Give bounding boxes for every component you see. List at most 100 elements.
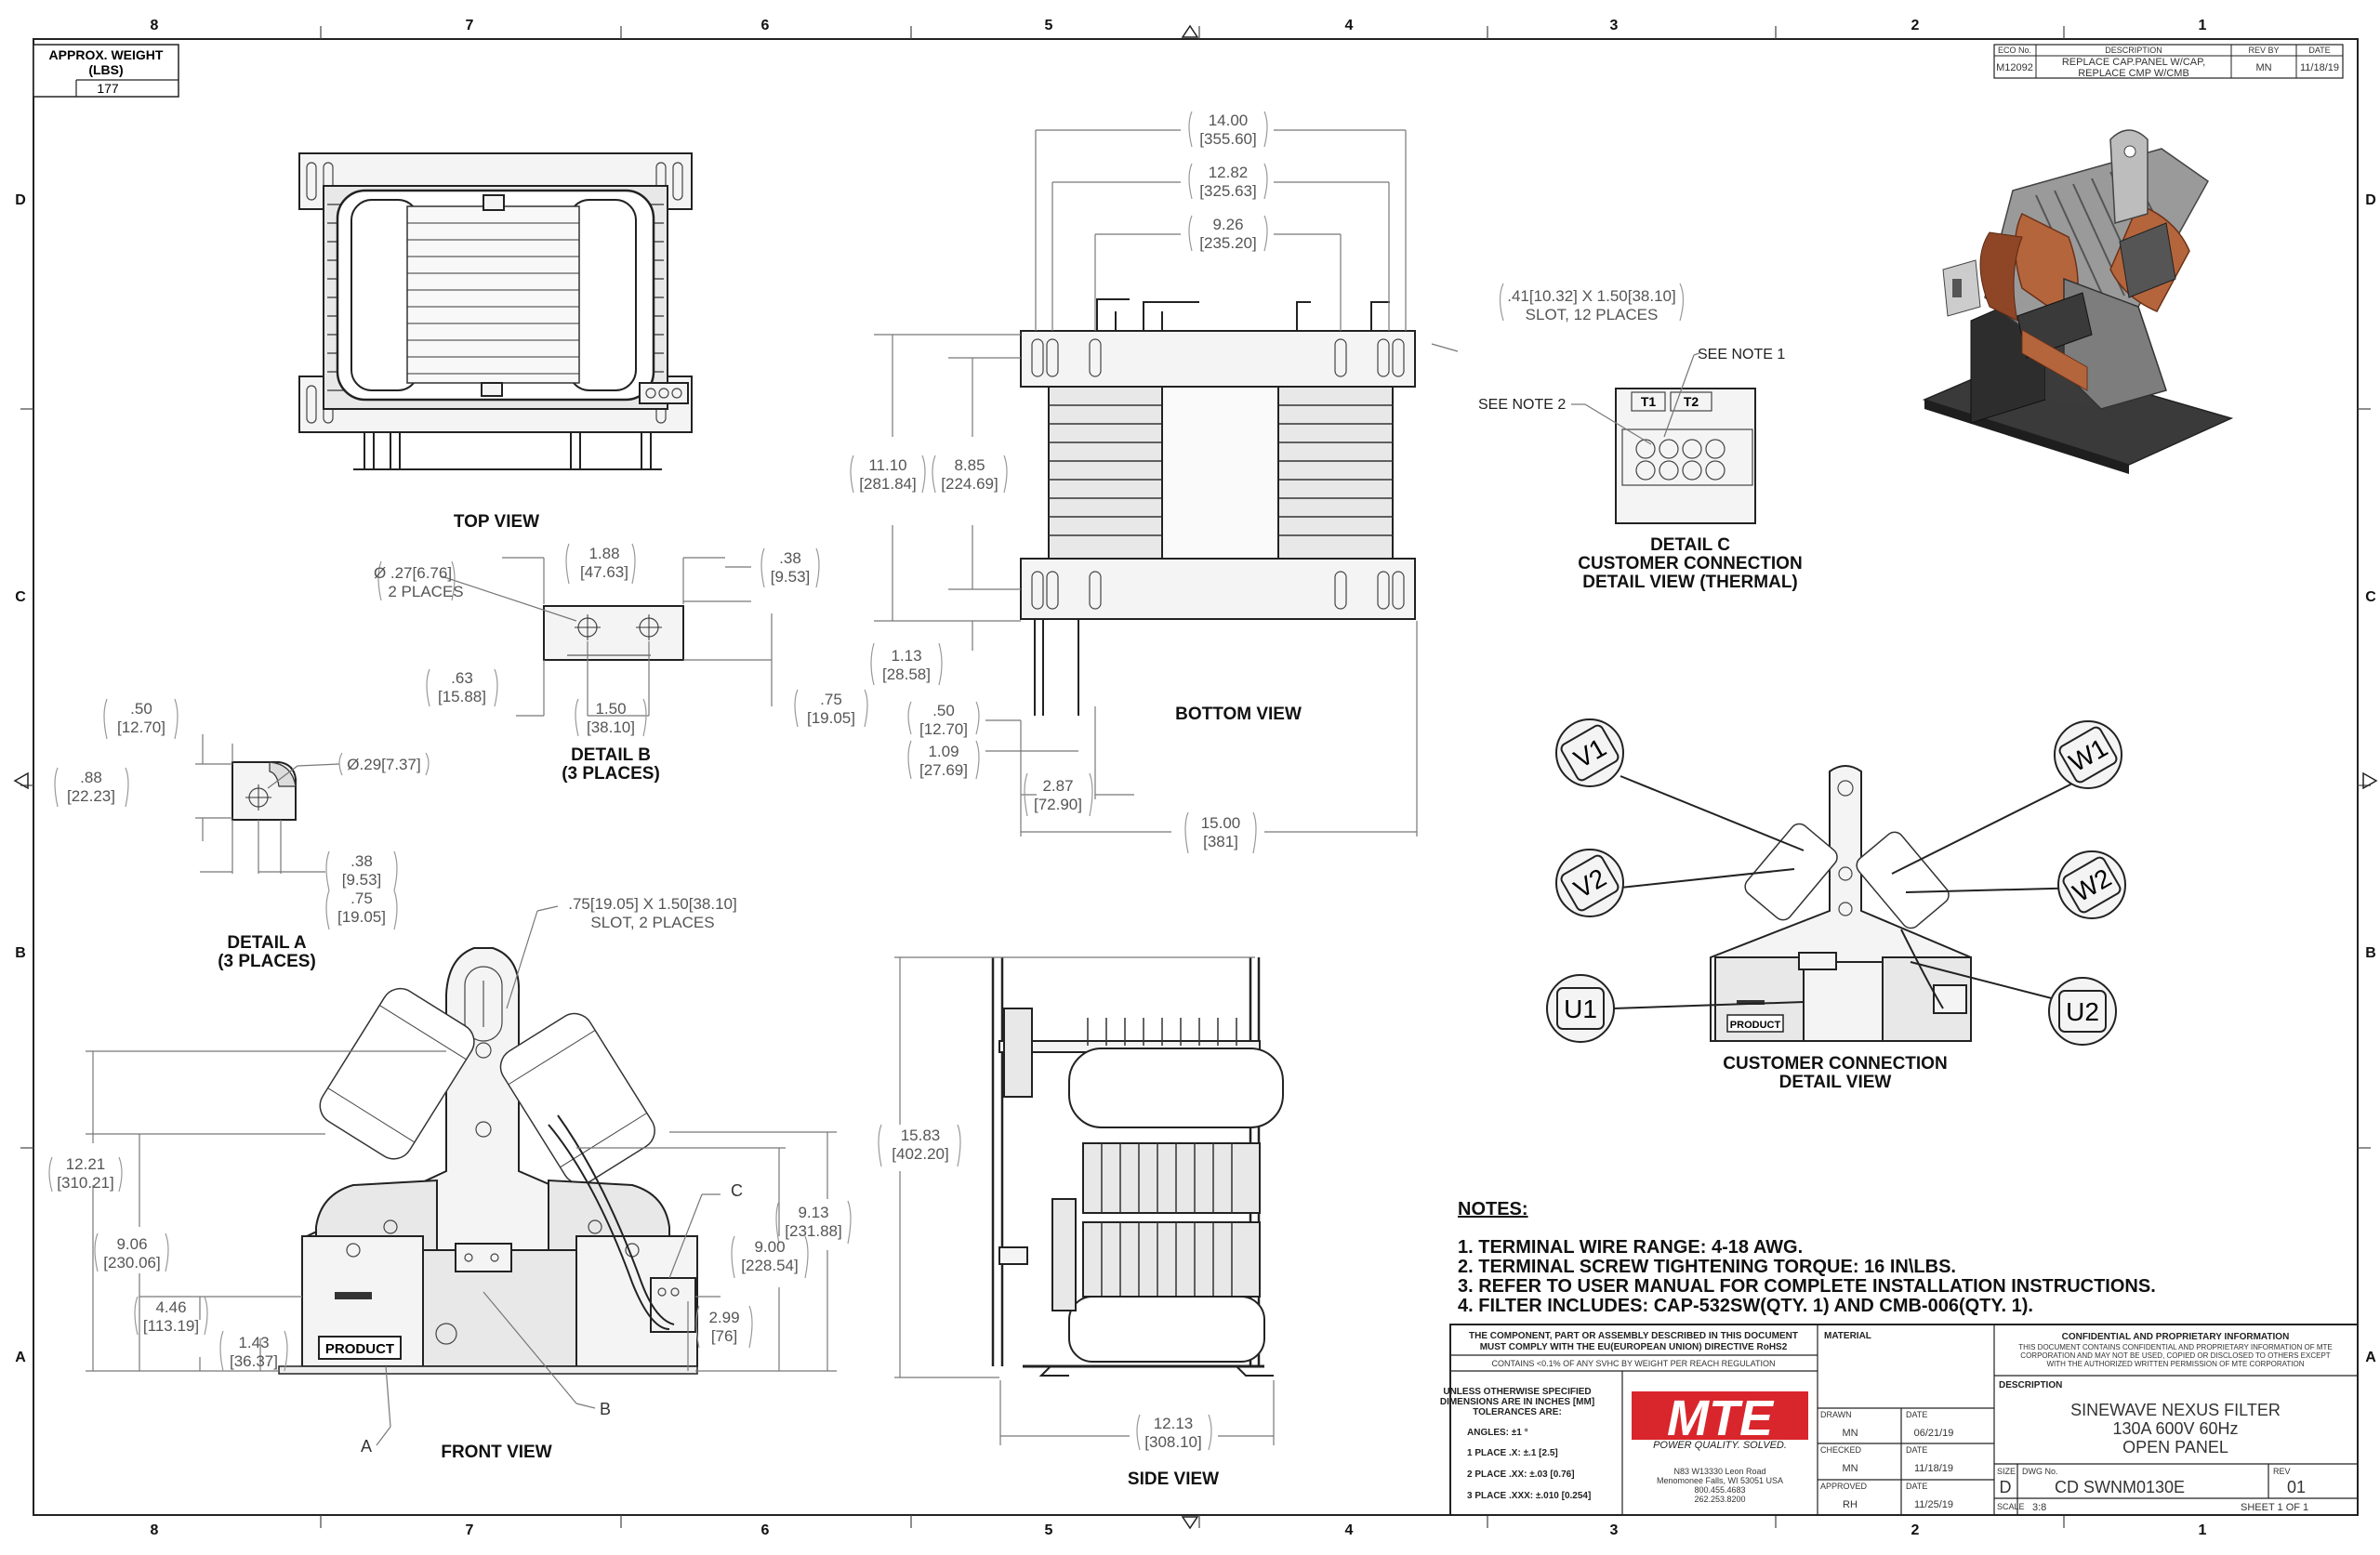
svg-text:9.26: 9.26 (1212, 216, 1243, 233)
svg-text:7: 7 (466, 18, 474, 33)
title-block: THE COMPONENT, PART OR ASSEMBLY DESCRIBE… (1440, 1324, 2359, 1516)
svg-text:[72.90]: [72.90] (1034, 796, 1082, 813)
svg-text:4.46: 4.46 (155, 1298, 186, 1316)
note-2: 2. TERMINAL SCREW TIGHTENING TORQUE: 16 … (1458, 1257, 1956, 1277)
svg-text:APPROVED: APPROVED (1820, 1482, 1868, 1491)
svg-text:.75: .75 (350, 890, 373, 907)
svg-text:CORPORATION AND MAY NOT BE USE: CORPORATION AND MAY NOT BE USED, COPIED … (2020, 1351, 2331, 1360)
svg-text:.75: .75 (820, 691, 842, 708)
product-plate-front: PRODUCT (325, 1341, 394, 1357)
svg-text:.88: .88 (80, 769, 102, 786)
svg-text:[228.54]: [228.54] (741, 1257, 798, 1274)
svg-text:5: 5 (1045, 18, 1053, 33)
svg-text:2.87: 2.87 (1042, 777, 1073, 795)
detail-b-label: DETAIL B (571, 745, 651, 765)
svg-text:Menomonee Falls, WI 53051 USA: Menomonee Falls, WI 53051 USA (1657, 1476, 1783, 1485)
svg-text:15.00: 15.00 (1201, 814, 1241, 832)
svg-text:SIZE: SIZE (1997, 1467, 2016, 1476)
svg-text:2.99: 2.99 (708, 1309, 739, 1326)
svg-text:.50: .50 (932, 702, 955, 719)
zone-labels: 8 7 6 5 4 3 2 1 8 7 6 5 4 3 2 1 D C B A … (15, 18, 2376, 1538)
see-note-1: SEE NOTE 1 (1698, 347, 1785, 362)
svg-text:[402.20]: [402.20] (892, 1145, 948, 1163)
svg-text:[19.05]: [19.05] (807, 709, 855, 727)
detail-a-label: DETAIL A (227, 933, 306, 953)
side-view: 15.83 [402.20] 12.13 [308.10] SIDE VIEW (878, 956, 1284, 1489)
svg-text:WITH THE AUTHORIZED WRITTEN PE: WITH THE AUTHORIZED WRITTEN PERMISSION O… (2046, 1360, 2304, 1368)
front-view: PRODUCT (48, 895, 852, 1462)
svg-text:[36.37]: [36.37] (230, 1352, 278, 1370)
svg-text:DIMENSIONS ARE IN INCHES [MM]: DIMENSIONS ARE IN INCHES [MM] (1440, 1397, 1594, 1407)
svg-text:MTE: MTE (1667, 1390, 1775, 1446)
svg-text:DATE: DATE (1906, 1482, 1927, 1491)
terminal-t2-label: T2 (1684, 394, 1699, 409)
side-view-label: SIDE VIEW (1128, 1469, 1219, 1489)
svg-text:SLOT, 2 PLACES: SLOT, 2 PLACES (590, 914, 714, 931)
svg-text:DATE: DATE (1906, 1445, 1927, 1455)
svg-text:2: 2 (1911, 1522, 1920, 1538)
svg-text:DRAWN: DRAWN (1820, 1410, 1852, 1419)
svg-text:UNLESS OTHERWISE SPECIFIED: UNLESS OTHERWISE SPECIFIED (1443, 1387, 1591, 1397)
svg-text:11.10: 11.10 (868, 456, 906, 474)
svg-text:DETAIL VIEW (THERMAL): DETAIL VIEW (THERMAL) (1582, 573, 1798, 592)
bottom-view-dims: 14.00 [355.60] 12.82 [325.63] 9.26 [235.… (850, 111, 1685, 854)
title-description-3: OPEN PANEL (2122, 1438, 2228, 1456)
svg-text:2 PLACE .XX: ±.03 [0.76]: 2 PLACE .XX: ±.03 [0.76] (1467, 1469, 1575, 1480)
svg-text:[9.53]: [9.53] (771, 568, 811, 586)
svg-text:[381]: [381] (1203, 833, 1238, 850)
detail-b: Ø .27[6.76] 2 PLACES 1.88 [47.63] .38 [9… (374, 543, 868, 784)
svg-text:[12.70]: [12.70] (117, 718, 165, 736)
svg-text:.50: .50 (130, 700, 152, 718)
svg-text:11/18/19: 11/18/19 (1914, 1463, 1953, 1474)
mte-logo: MTE POWER QUALITY. SOLVED. N83 W13330 Le… (1632, 1390, 1808, 1504)
svg-text:ANGLES: ±1 °: ANGLES: ±1 ° (1467, 1428, 1528, 1438)
svg-text:CONTAINS <0.1% OF ANY SVHC BY: CONTAINS <0.1% OF ANY SVHC BY WEIGHT PER… (1492, 1359, 1776, 1368)
svg-text:[235.20]: [235.20] (1199, 234, 1256, 252)
svg-text:CUSTOMER CONNECTION: CUSTOMER CONNECTION (1578, 554, 1802, 573)
svg-text:POWER QUALITY. SOLVED.: POWER QUALITY. SOLVED. (1653, 1440, 1787, 1451)
svg-text:[27.69]: [27.69] (919, 761, 968, 779)
svg-text:A: A (2365, 1350, 2376, 1365)
terminal-t1-label: T1 (1641, 394, 1657, 409)
svg-text:[19.05]: [19.05] (337, 908, 386, 926)
svg-text:11/25/19: 11/25/19 (1914, 1499, 1953, 1510)
svg-text:DATE: DATE (2308, 46, 2330, 55)
drawing-revision: 01 (2287, 1478, 2306, 1496)
svg-text:D: D (2365, 192, 2376, 208)
top-view: TOP VIEW (298, 152, 693, 532)
svg-text:Ø .27[6.76]: Ø .27[6.76] (374, 564, 452, 582)
svg-text:12.13: 12.13 (1154, 1415, 1194, 1432)
svg-text:3:8: 3:8 (2032, 1502, 2046, 1513)
svg-text:4: 4 (1345, 1522, 1354, 1538)
svg-text:THE COMPONENT, PART OR ASSEMBL: THE COMPONENT, PART OR ASSEMBLY DESCRIBE… (1469, 1331, 1798, 1341)
svg-text:TOLERANCES ARE:: TOLERANCES ARE: (1473, 1407, 1562, 1417)
svg-text:11/18/19: 11/18/19 (2300, 62, 2339, 73)
svg-text:1.50: 1.50 (595, 700, 626, 718)
rev-eco: M12092 (1996, 62, 2033, 73)
bottom-view: BOTTOM VIEW (874, 129, 1459, 837)
svg-text:MATERIAL: MATERIAL (1824, 1331, 1871, 1341)
svg-text:DESCRIPTION: DESCRIPTION (1999, 1380, 2062, 1390)
svg-text:3: 3 (1610, 18, 1619, 33)
svg-text:ECO No.: ECO No. (1998, 46, 2031, 55)
svg-text:1.88: 1.88 (588, 545, 619, 562)
note-4: 4. FILTER INCLUDES: CAP-532SW(QTY. 1) AN… (1458, 1296, 2033, 1316)
svg-text:3: 3 (1610, 1522, 1619, 1538)
svg-text:.38: .38 (350, 852, 373, 870)
svg-text:MN: MN (2255, 62, 2271, 73)
svg-text:[308.10]: [308.10] (1144, 1433, 1201, 1451)
svg-text:2: 2 (1911, 18, 1920, 33)
svg-text:[231.88]: [231.88] (785, 1222, 841, 1240)
customer-connection-detail: PRODUCT V1 V2 U1 W1 (1546, 718, 2126, 1092)
weight-box: APPROX. WEIGHT (LBS) 177 (33, 44, 179, 98)
svg-text:(3 PLACES): (3 PLACES) (562, 764, 660, 784)
svg-text:SLOT, 12 PLACES: SLOT, 12 PLACES (1526, 306, 1659, 323)
svg-text:C: C (2365, 589, 2376, 605)
svg-text:[22.23]: [22.23] (67, 787, 115, 805)
svg-text:CHECKED: CHECKED (1820, 1445, 1862, 1455)
note-3: 3. REFER TO USER MANUAL FOR COMPLETE INS… (1458, 1276, 2156, 1297)
svg-text:1: 1 (2199, 1522, 2207, 1538)
svg-text:N83 W13330 Leon Road: N83 W13330 Leon Road (1673, 1467, 1765, 1476)
svg-text:1.13: 1.13 (891, 647, 921, 665)
